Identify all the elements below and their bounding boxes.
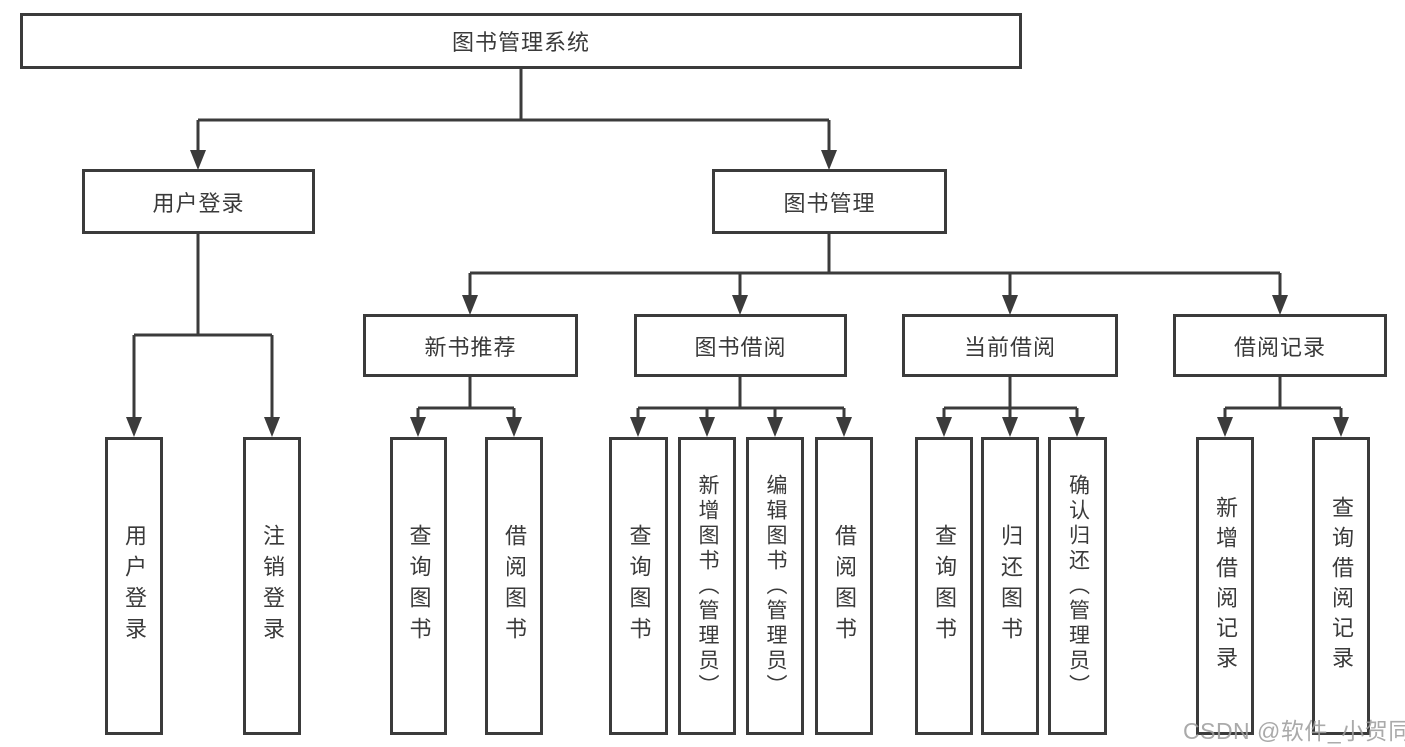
- node-label: 借阅图书: [502, 524, 527, 648]
- leaf-confirm-return-admin: 确认归还（管理员）: [1048, 437, 1107, 735]
- connector-user-login-to-leaves: [126, 233, 280, 437]
- leaf-query-books-borrow: 查询图书: [609, 437, 668, 735]
- node-label: 图书管理: [783, 190, 876, 216]
- node-label: 编辑图书（管理员）: [764, 473, 787, 699]
- node-current-borrow: 当前借阅: [902, 314, 1118, 377]
- node-label: 图书借阅: [694, 334, 787, 360]
- node-user-login: 用户登录: [82, 169, 315, 234]
- connector-borrow-records-to-leaves: [1217, 377, 1349, 437]
- leaf-borrow-books-recommend: 借阅图书: [485, 437, 543, 735]
- node-label: 用户登录: [152, 190, 245, 216]
- node-label: 查询图书: [406, 524, 432, 648]
- node-label: 新增图书（管理员）: [696, 473, 719, 699]
- node-label: 查询借阅记录: [1329, 496, 1354, 676]
- connector-current-borrow-to-leaves: [936, 377, 1085, 437]
- node-label: 注销登录: [260, 524, 285, 648]
- node-label: 图书管理系统: [451, 30, 590, 55]
- node-label: 归还图书: [998, 524, 1023, 648]
- node-book-management: 图书管理: [712, 169, 947, 234]
- connector-book-mgmt-to-level3: [462, 233, 1288, 315]
- node-label: 用户登录: [122, 524, 147, 648]
- leaf-query-books-recommend: 查询图书: [390, 437, 447, 735]
- connector-book-borrow-to-leaves: [630, 377, 852, 437]
- leaf-borrow-books: 借阅图书: [815, 437, 873, 735]
- leaf-query-borrow-record: 查询借阅记录: [1312, 437, 1370, 735]
- node-library-system: 图书管理系统: [20, 13, 1022, 69]
- leaf-add-borrow-record: 新增借阅记录: [1196, 437, 1254, 735]
- node-label: 新增借阅记录: [1213, 496, 1238, 676]
- connector-root-to-level2: [190, 68, 837, 170]
- leaf-return-books: 归还图书: [981, 437, 1039, 735]
- leaf-logout-login: 注销登录: [243, 437, 301, 735]
- leaf-add-book-admin: 新增图书（管理员）: [678, 437, 736, 735]
- node-new-book-recommend: 新书推荐: [363, 314, 578, 377]
- node-borrow-records: 借阅记录: [1173, 314, 1387, 377]
- csdn-watermark: CSDN @软件_小贺同学: [1183, 718, 1405, 744]
- connector-new-book-to-leaves: [410, 377, 522, 437]
- leaf-user-login: 用户登录: [105, 437, 163, 735]
- node-book-borrow: 图书借阅: [634, 314, 847, 377]
- node-label: 当前借阅: [963, 334, 1056, 360]
- node-label: 借阅图书: [832, 524, 857, 648]
- leaf-edit-book-admin: 编辑图书（管理员）: [746, 437, 804, 735]
- node-label: 确认归还（管理员）: [1066, 473, 1090, 699]
- node-label: 借阅记录: [1233, 334, 1326, 360]
- node-label: 查询图书: [626, 524, 652, 648]
- node-label: 新书推荐: [424, 334, 517, 360]
- node-label: 查询图书: [932, 524, 957, 648]
- leaf-query-books-current: 查询图书: [915, 437, 973, 735]
